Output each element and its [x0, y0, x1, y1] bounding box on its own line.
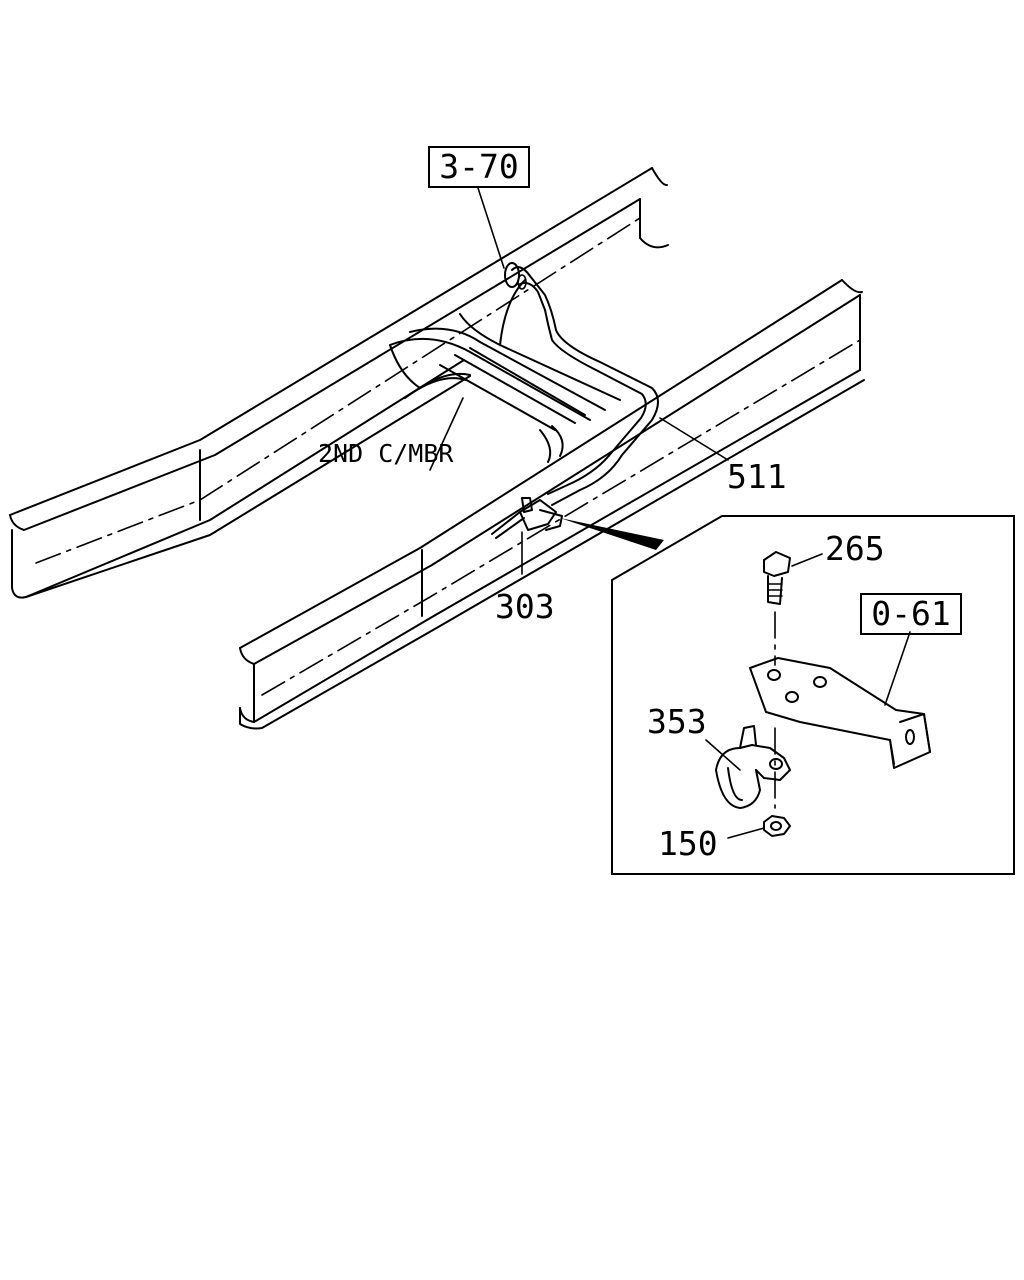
left-frame-rail — [9, 167, 669, 599]
ref-label-0-61: 0-61 — [871, 594, 950, 633]
bolt-265 — [763, 551, 791, 666]
right-frame-rail — [239, 279, 865, 730]
callout-pointer — [560, 518, 664, 550]
bracket-0-61 — [749, 657, 931, 769]
leader-lines — [429, 187, 911, 839]
clip-303 — [491, 497, 664, 550]
pipe-511 — [504, 262, 659, 506]
clamp-353 — [715, 725, 791, 809]
crossmember-label: 2ND C/MBR — [318, 439, 454, 468]
crossmember — [389, 279, 621, 463]
part-label-353: 353 — [647, 702, 707, 741]
ref-label-3-70: 3-70 — [439, 147, 518, 186]
part-label-265: 265 — [825, 529, 885, 568]
part-label-511: 511 — [727, 457, 787, 496]
ref-box-0-61: 0-61 — [860, 593, 962, 635]
part-label-303: 303 — [495, 587, 555, 626]
nut-150 — [763, 815, 791, 837]
part-label-150: 150 — [658, 824, 718, 863]
ref-box-3-70: 3-70 — [428, 146, 530, 188]
detail-box — [611, 515, 1015, 875]
